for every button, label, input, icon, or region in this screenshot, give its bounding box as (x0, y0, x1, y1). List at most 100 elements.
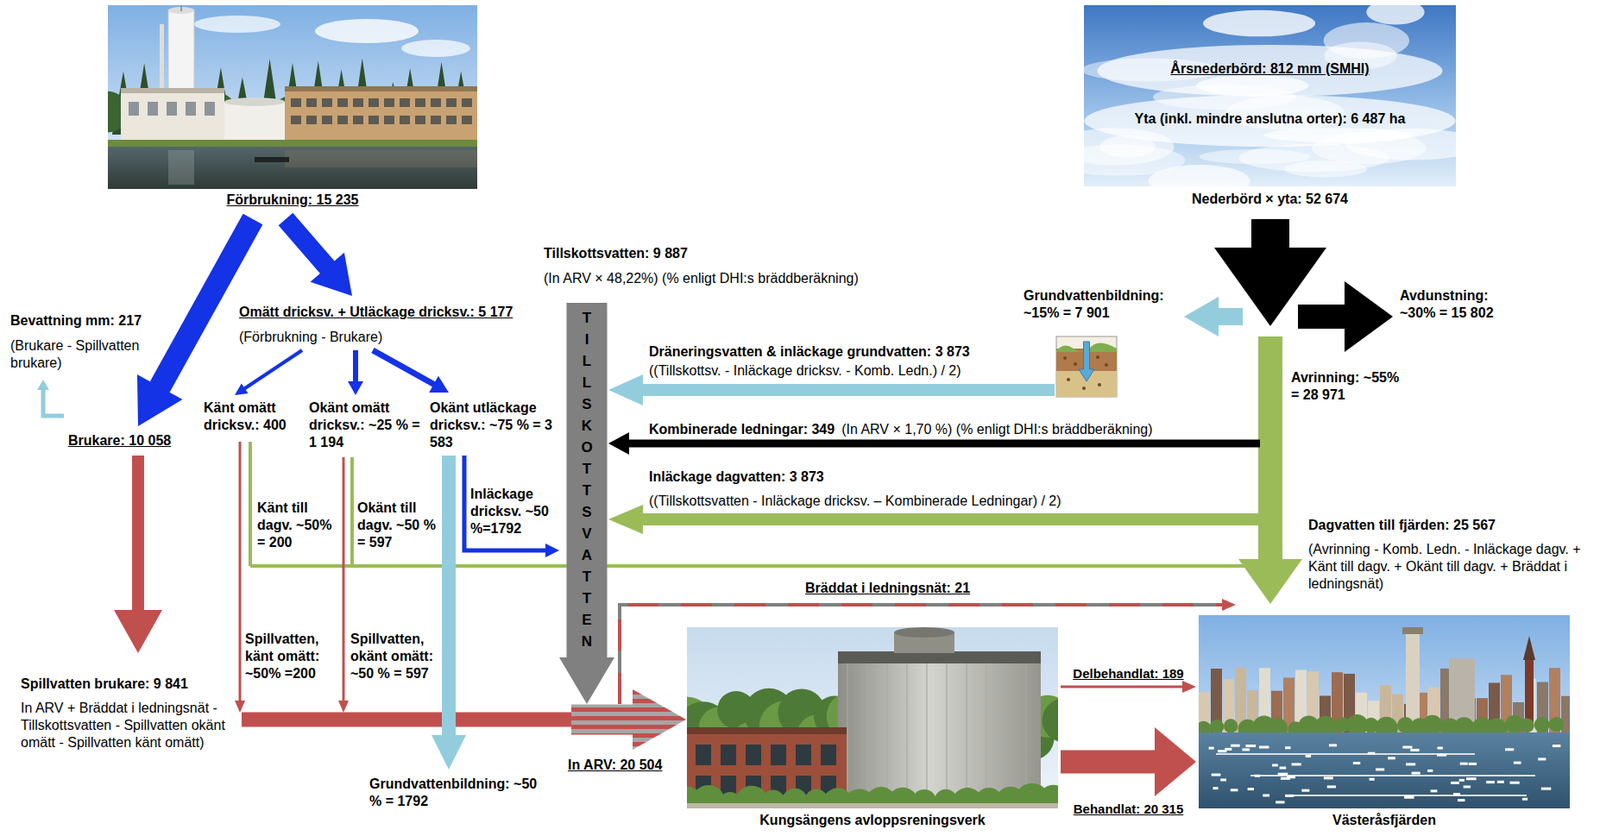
graphic-shape (321, 115, 333, 125)
graphic-shape (1486, 781, 1495, 784)
graphic-shape (1215, 753, 1475, 756)
graphic-shape (415, 115, 426, 125)
graphic-shape (306, 115, 317, 125)
graphic-shape (837, 657, 1041, 809)
graphic-shape (1404, 796, 1415, 800)
flow-label: Okänt utläckage dricksv.: ~75 % = 3 583 (429, 399, 553, 452)
graphic-shape (352, 115, 364, 125)
graphic-shape (337, 115, 348, 125)
graphic-shape (399, 115, 410, 125)
graphic-shape (384, 115, 395, 125)
graphic-shape (1448, 658, 1475, 723)
graphic-shape (1275, 800, 1285, 804)
graphic-shape (204, 101, 215, 116)
graphic-shape (430, 115, 441, 125)
city-illustration (1198, 615, 1570, 809)
graphic-shape (1519, 718, 1535, 733)
graphic-shape (1510, 781, 1520, 785)
graphic-shape (1369, 778, 1375, 782)
graphic-shape (1078, 341, 1095, 382)
flow-label: Inläckage dricksv. ~50 %=1792 (470, 485, 554, 538)
flow-label: Spillvatten brukare: 9 841 (20, 675, 189, 693)
node-caption: Förbrukning: 15 235 (107, 191, 478, 209)
flow-label: (Förbrukning - Brukare) (239, 328, 383, 347)
graphic-shape (1405, 632, 1420, 723)
flow-label: Okänt omätt dricksv.: ~25 % = 1 194 (308, 399, 423, 452)
soil-icon (1056, 336, 1117, 397)
flow-label: Grundvattenbildning: ~15% = 7 901 (1023, 287, 1179, 322)
graphic-shape (866, 663, 869, 809)
flow-label: Bräddat i ledningsnät: 21 (805, 579, 971, 598)
graphic-shape (894, 627, 955, 638)
graphic-shape (1198, 615, 1570, 809)
graphic-shape (1005, 663, 1008, 809)
graphic-shape (1523, 636, 1536, 661)
graphic-shape (1457, 799, 1465, 802)
graphic-shape (284, 89, 478, 142)
flow-line (1060, 686, 1185, 689)
flow-line (248, 441, 252, 567)
graphic-shape (1387, 756, 1396, 760)
graphic-shape (1104, 363, 1109, 367)
graphic-shape (1241, 748, 1250, 751)
graphic-shape (686, 627, 1059, 809)
graphic-shape (321, 98, 333, 108)
graphic-shape (886, 663, 889, 809)
flow-line (242, 350, 303, 391)
graphic-shape (1096, 355, 1100, 360)
graphic-shape (1541, 787, 1551, 791)
graphic-shape (1203, 10, 1316, 38)
graphic-shape (1463, 785, 1471, 788)
graphic-shape (720, 744, 737, 766)
graphic-shape (1468, 762, 1477, 766)
graphic-shape (1223, 718, 1238, 733)
graphic-shape (401, 39, 471, 57)
graphic-shape (695, 744, 712, 766)
arrow-head (234, 383, 249, 396)
graphic-shape (1404, 795, 1413, 799)
graphic-shape (352, 98, 364, 108)
flow-line (372, 350, 437, 386)
graphic-shape (147, 101, 158, 116)
graphic-shape (284, 86, 478, 92)
flow-line (352, 350, 359, 385)
flow-label: Spillvatten, okänt omätt: ~50 % = 597 (350, 630, 441, 683)
graphic-shape (1254, 774, 1260, 778)
graphic-shape (1323, 776, 1334, 780)
graphic-shape (837, 651, 1041, 664)
graphic-shape (686, 727, 847, 735)
graphic-shape (1209, 747, 1215, 750)
graphic-shape (446, 98, 457, 108)
graphic-shape (461, 98, 473, 108)
node-caption: Årsnederbörd: 812 mm (SMHI) (1083, 60, 1456, 78)
flow-label: (Brukare - Spillvatten brukare) (10, 337, 162, 372)
graphic-shape (1410, 749, 1419, 752)
graphic-shape (1278, 773, 1289, 776)
graphic-shape (1460, 762, 1468, 766)
graphic-shape (166, 101, 177, 116)
graphic-shape (1097, 383, 1102, 387)
flow-label: Spillvatten, känt omätt: ~50% =200 (245, 630, 337, 683)
flow-arrow (608, 374, 1055, 406)
flow-arrow (113, 455, 163, 654)
graphic-shape (1213, 787, 1219, 790)
graphic-shape (965, 663, 968, 809)
graphic-shape (795, 744, 812, 766)
flow-label: Känt till dagv. ~50% = 200 (257, 499, 337, 552)
graphic-shape (1084, 94, 1456, 147)
node-caption: Västeråsfjärden (1198, 812, 1570, 830)
graphic-shape (770, 744, 787, 766)
graphic-shape (337, 98, 348, 108)
graphic-shape (1524, 660, 1534, 723)
graphic-shape (461, 115, 473, 125)
graphic-shape (1211, 774, 1222, 777)
graphic-shape (1367, 752, 1375, 756)
vertical-flow-label: TILLSKOTTSVATTEN (580, 307, 593, 653)
sky-photo-node: Årsnederbörd: 812 mm (SMHI)Yta (inkl. mi… (1083, 5, 1456, 187)
graphic-shape (128, 101, 139, 116)
graphic-shape (1497, 781, 1505, 784)
graphic-shape (1286, 775, 1296, 779)
graphic-shape (1259, 746, 1269, 750)
graphic-shape (1411, 772, 1421, 775)
flow-label: Bevattning mm: 217 (10, 312, 142, 330)
